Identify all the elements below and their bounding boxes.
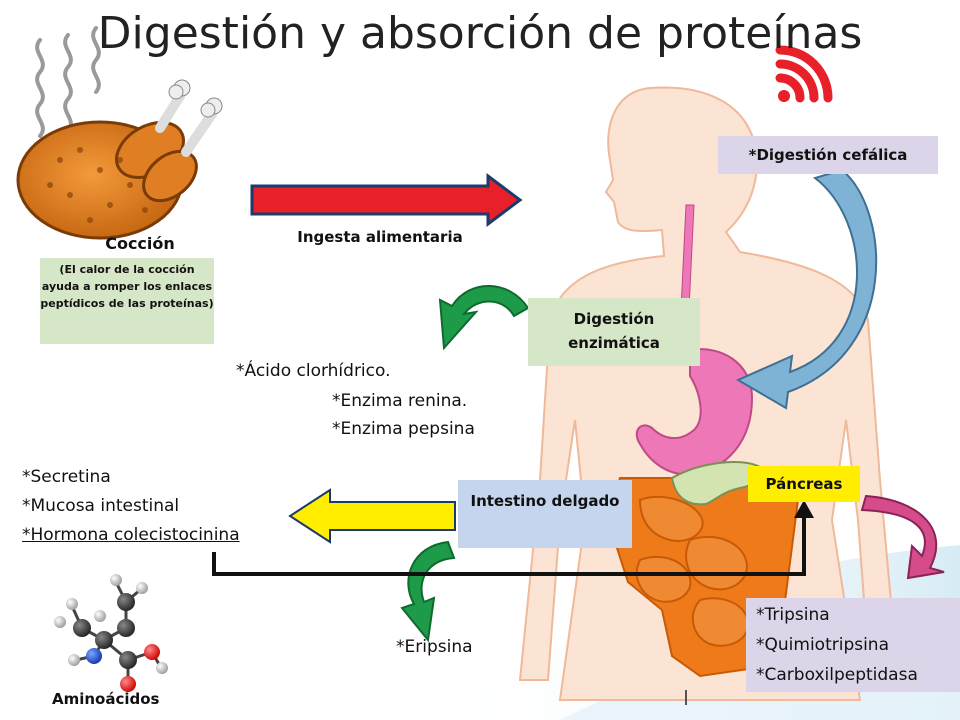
enzimatica-curved-arrow — [438, 285, 530, 351]
page-title: Digestión y absorción de proteínas — [97, 8, 863, 59]
aminoacidos-label: Aminoácidos — [52, 690, 160, 708]
intestinal-item-secretina: *Secretina — [22, 467, 111, 487]
pancreas-icon — [670, 461, 765, 506]
intestinal-item-mucosa: *Mucosa intestinal — [22, 496, 180, 516]
digestion-cefalica-box: *Digestión cefálica — [718, 136, 938, 174]
pancreatic-enzymes-box: *Tripsina *Quimiotripsina *Carboxilpepti… — [746, 598, 960, 692]
pancreatic-item-quimiotripsina: *Quimiotripsina — [756, 635, 890, 655]
amino-acid-atoms — [54, 574, 168, 692]
ingesta-label: Ingesta alimentaria — [297, 228, 463, 246]
stomach-icon — [635, 348, 754, 476]
signal-waves-icon — [775, 45, 833, 103]
pancreatic-item-tripsina: *Tripsina — [756, 605, 830, 625]
colecistocinina-connector — [212, 500, 814, 576]
gastric-item-acido: *Ácido clorhídrico. — [236, 361, 391, 381]
signal-dot-icon — [778, 90, 790, 102]
digestion-enzimatica-box: Digestión enzimática — [528, 298, 700, 366]
gastric-item-renina: *Enzima renina. — [332, 391, 468, 411]
intestino-arrow — [288, 488, 456, 544]
gastric-item-pepsina: *Enzima pepsina — [332, 419, 475, 439]
coccion-note: (El calor de la cocción ayuda a romper l… — [40, 258, 214, 344]
intestinal-item-colecistocinina: *Hormona colecistocinina — [22, 525, 240, 545]
ingesta-arrow — [250, 173, 523, 227]
steam-icon — [35, 26, 101, 138]
eripsina-curved-arrow — [400, 540, 456, 643]
cefalica-curved-arrow — [735, 168, 878, 410]
pancreas-box: Páncreas — [748, 466, 860, 502]
roast-chicken-icon — [16, 79, 223, 240]
intestino-delgado-box: Intestino delgado — [458, 480, 632, 548]
eripsina-label: *Eripsina — [396, 637, 473, 657]
coccion-label: Cocción — [105, 234, 175, 253]
pancreatic-item-carboxilpeptidasa: *Carboxilpeptidasa — [756, 665, 918, 685]
pancreas-curved-arrow — [860, 494, 945, 580]
